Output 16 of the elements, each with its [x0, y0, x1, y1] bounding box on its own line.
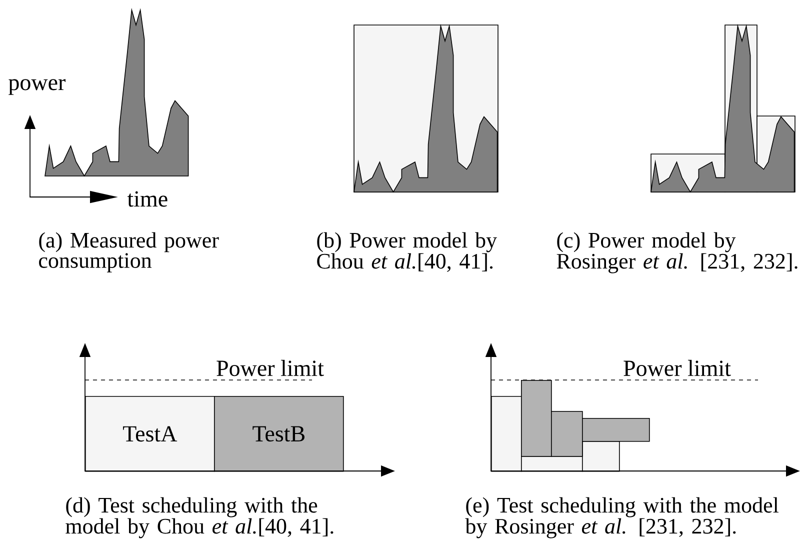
axis-label: time: [127, 191, 168, 207]
task-box: [582, 441, 620, 472]
task-box: [551, 411, 583, 457]
limit-label: Power limit: [216, 360, 324, 376]
caption: (b) Power model by Chou et al.[40, 41].: [317, 232, 497, 272]
axis-label: power: [8, 79, 66, 95]
task-box: [521, 380, 552, 457]
task-box: TestA: [85, 396, 215, 472]
task-box: [521, 456, 583, 472]
limit-label: Power limit: [624, 360, 731, 376]
caption: (e) Test scheduling with the model by Rosinger et al. [231, 232].: [465, 497, 778, 538]
caption: (c) Power model by Rosinger et al. [231, 232].: [556, 232, 798, 274]
task-box: [582, 418, 650, 442]
caption: (d) Test scheduling with the model by Chou et al.[40, 41].: [66, 497, 334, 538]
caption: (a) Measured power consumption: [39, 232, 219, 272]
task-box: TestB: [214, 396, 344, 472]
